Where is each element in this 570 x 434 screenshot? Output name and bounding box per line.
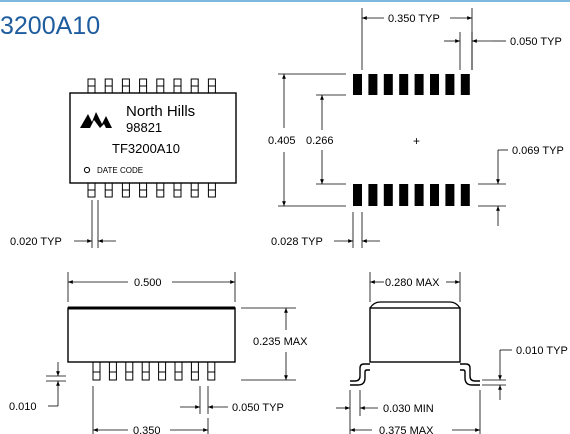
dim-body-width-max: 0.280 MAX	[385, 277, 440, 289]
date-code-label: DATE CODE	[97, 166, 143, 175]
right-lead-outer	[460, 363, 480, 382]
side-view-pins	[92, 361, 216, 381]
logo-icon	[80, 112, 112, 128]
solder-pad	[399, 184, 409, 206]
solder-pad	[383, 184, 393, 206]
pin1-marker-icon	[83, 166, 91, 174]
dim-pitch-total: 0.350 TYP	[388, 13, 440, 25]
solder-pad	[430, 74, 439, 95]
top-view-lower-pins	[87, 182, 216, 198]
solder-pad	[368, 74, 378, 95]
solder-pad	[430, 184, 439, 206]
package-body	[69, 92, 237, 184]
side-lead-pin	[174, 361, 183, 381]
solder-pad	[460, 74, 470, 95]
solder-pad	[460, 184, 470, 206]
side-view: 0.500 0.235 MAX 0.010 0.050 TYP 0.350	[9, 272, 308, 434]
left-lead-outer	[350, 363, 370, 382]
solder-pad	[414, 74, 424, 95]
side-lead-pin	[92, 361, 101, 381]
dim-overall-max: 0.375 MAX	[379, 425, 434, 434]
lower-pad-row	[353, 184, 470, 206]
end-body-top-curve	[369, 301, 461, 309]
dim-lead-width: 0.020 TYP	[10, 236, 62, 248]
center-mark-icon: +	[413, 134, 420, 148]
side-lead-pin	[108, 361, 117, 381]
side-lead-pin	[141, 361, 150, 381]
dim-pad-width: 0.050 TYP	[510, 36, 562, 48]
top-view-upper-pins	[87, 78, 216, 94]
end-body	[369, 307, 461, 363]
side-lead-pin	[207, 361, 216, 381]
right-lead-inner	[460, 369, 480, 386]
side-lead-pin	[125, 361, 134, 381]
dim-lead-span: 0.350	[133, 425, 161, 434]
solder-pad	[445, 74, 455, 95]
part-number: TF3200A10	[112, 141, 180, 156]
dim-row-spacing: 0.266	[306, 135, 334, 147]
dim-standoff: 0.010	[9, 401, 37, 413]
dim-pin-pitch: 0.050 TYP	[232, 402, 284, 414]
side-lead-pin	[158, 361, 167, 381]
header-rule	[0, 0, 570, 2]
end-view: 0.280 MAX 0.010 TYP 0.030 MIN 0.375 MAX	[336, 272, 568, 434]
page-title: 3200A10	[0, 12, 101, 40]
solder-pad	[383, 74, 393, 95]
dim-pad-gap: 0.028 TYP	[271, 236, 323, 248]
solder-pad	[368, 184, 378, 206]
brand-name: North Hills	[126, 103, 195, 120]
solder-pad	[353, 184, 362, 206]
dim-foot-min: 0.030 MIN	[383, 403, 434, 415]
dim-body-height: 0.235 MAX	[253, 336, 308, 348]
solder-pad	[445, 184, 455, 206]
solder-pad	[399, 74, 409, 95]
dim-overall-width: 0.405	[268, 135, 296, 147]
upper-pad-row	[353, 74, 470, 95]
solder-pad	[414, 184, 424, 206]
dim-lead-thickness: 0.010 TYP	[516, 345, 568, 357]
left-lead-inner	[350, 369, 370, 386]
side-body	[67, 307, 236, 363]
pad-layout-view: + 0.350 TYP 0.050 TYP 0.405 0.266 0	[268, 8, 564, 248]
side-lead-pin	[190, 361, 199, 381]
brand-code: 98821	[126, 120, 162, 135]
dim-pad-length: 0.069 TYP	[512, 145, 564, 157]
dim-body-length: 0.500	[134, 277, 162, 289]
solder-pad	[353, 74, 362, 95]
top-view: North Hills 98821 TF3200A10 DATE CODE 0.…	[10, 78, 237, 248]
